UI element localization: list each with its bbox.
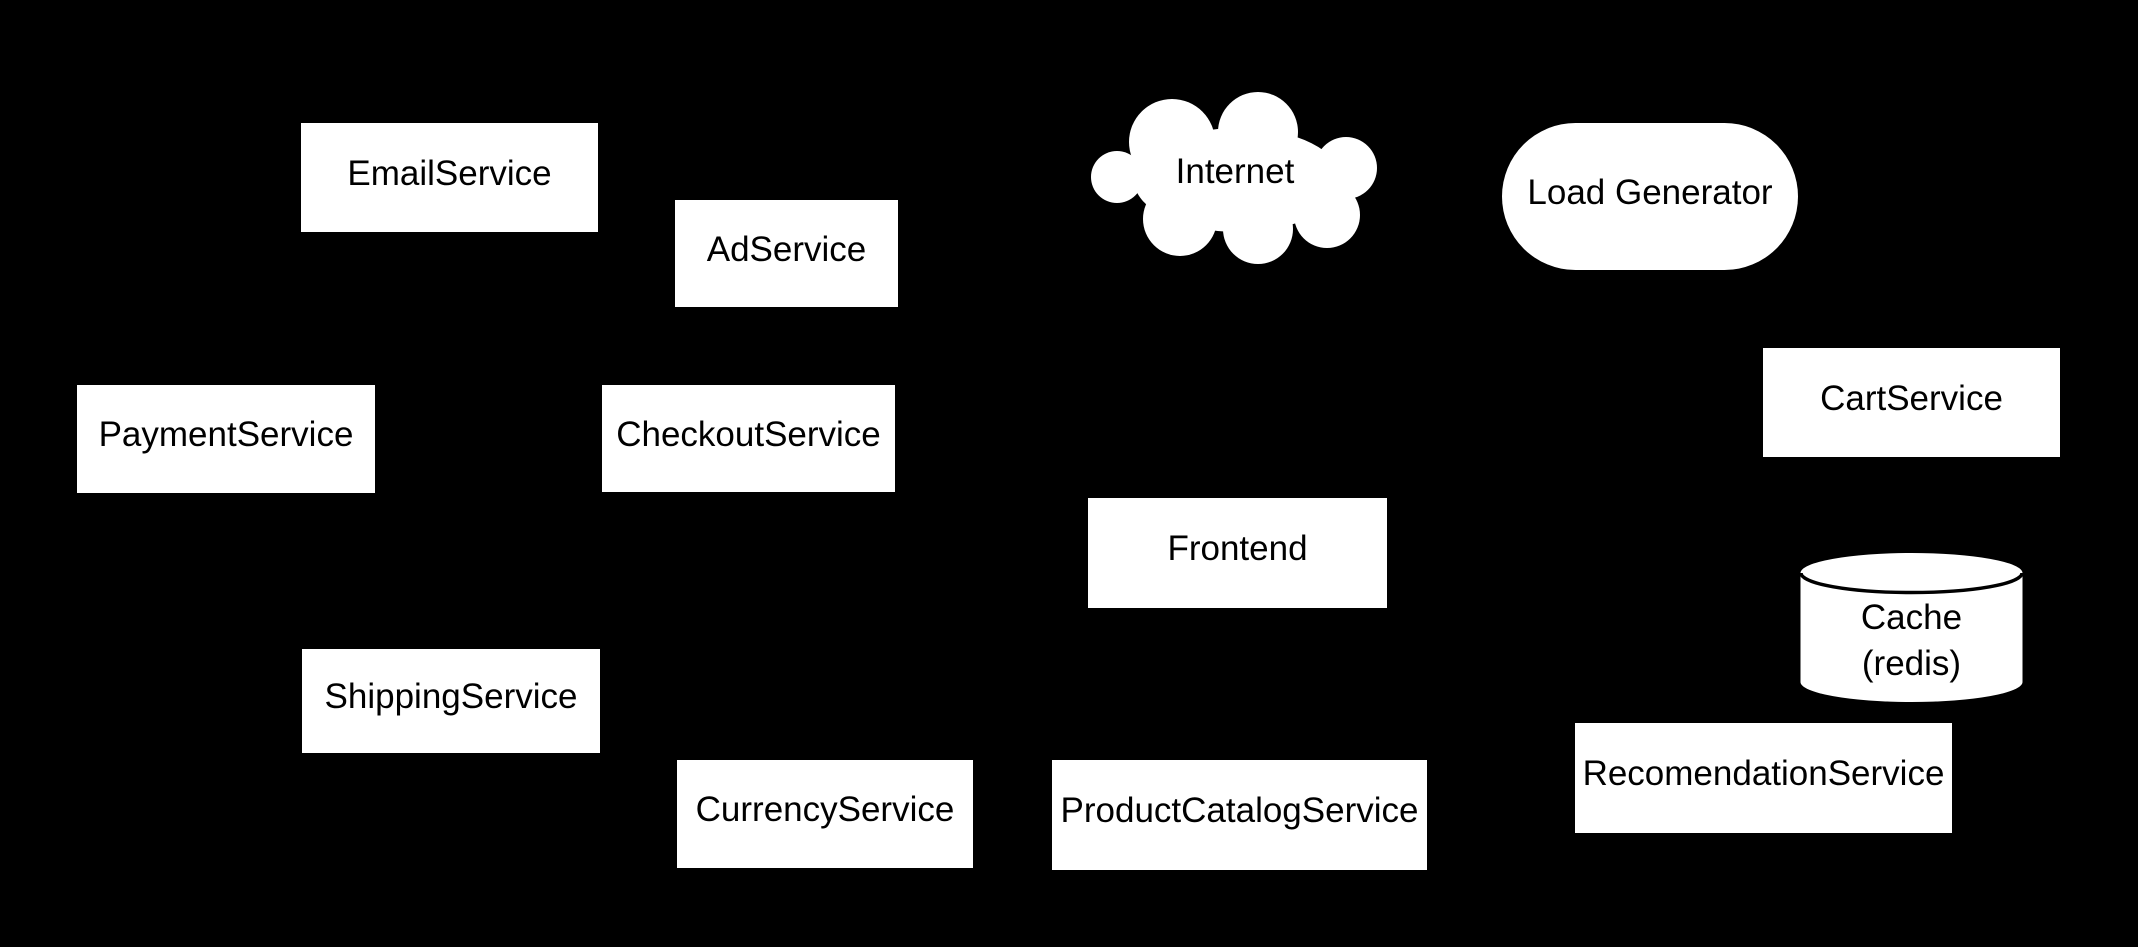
node-frontend: Frontend [1088, 498, 1387, 608]
node-email-service: EmailService [301, 123, 598, 232]
node-cache-redis: Cache (redis) [1800, 552, 2023, 703]
node-checkout-service: CheckoutService [602, 385, 895, 492]
node-internet: Internet [1090, 88, 1380, 268]
node-shipping-service-label: ShippingService [324, 677, 578, 717]
node-payment-service-label: PaymentService [98, 415, 354, 455]
node-payment-service: PaymentService [77, 385, 375, 493]
node-product-catalog-service-label: ProductCatalogService [1060, 791, 1419, 831]
node-ad-service: AdService [675, 200, 898, 307]
node-shipping-service: ShippingService [302, 649, 600, 753]
node-checkout-service-label: CheckoutService [616, 414, 881, 454]
node-email-service-label: EmailService [347, 153, 552, 193]
node-ad-service-label: AdService [706, 229, 867, 269]
database-cylinder-icon [1800, 553, 2023, 702]
node-load-generator-label: Load Generator [1527, 172, 1773, 212]
node-recomendation-service-label: RecomendationService [1582, 754, 1945, 794]
node-cache-redis-label: Cache (redis) [1860, 598, 1963, 683]
node-cart-service: CartService [1763, 348, 2060, 457]
node-currency-service: CurrencyService [677, 760, 973, 868]
node-frontend-label: Frontend [1167, 529, 1308, 569]
node-cart-service-label: CartService [1820, 378, 2003, 418]
cloud-icon [1091, 92, 1377, 264]
node-recomendation-service: RecomendationService [1575, 723, 1952, 833]
node-internet-label: Internet [1175, 152, 1295, 192]
node-currency-service-label: CurrencyService [695, 790, 955, 830]
node-load-generator: Load Generator [1502, 123, 1798, 270]
node-product-catalog-service: ProductCatalogService [1052, 760, 1427, 870]
